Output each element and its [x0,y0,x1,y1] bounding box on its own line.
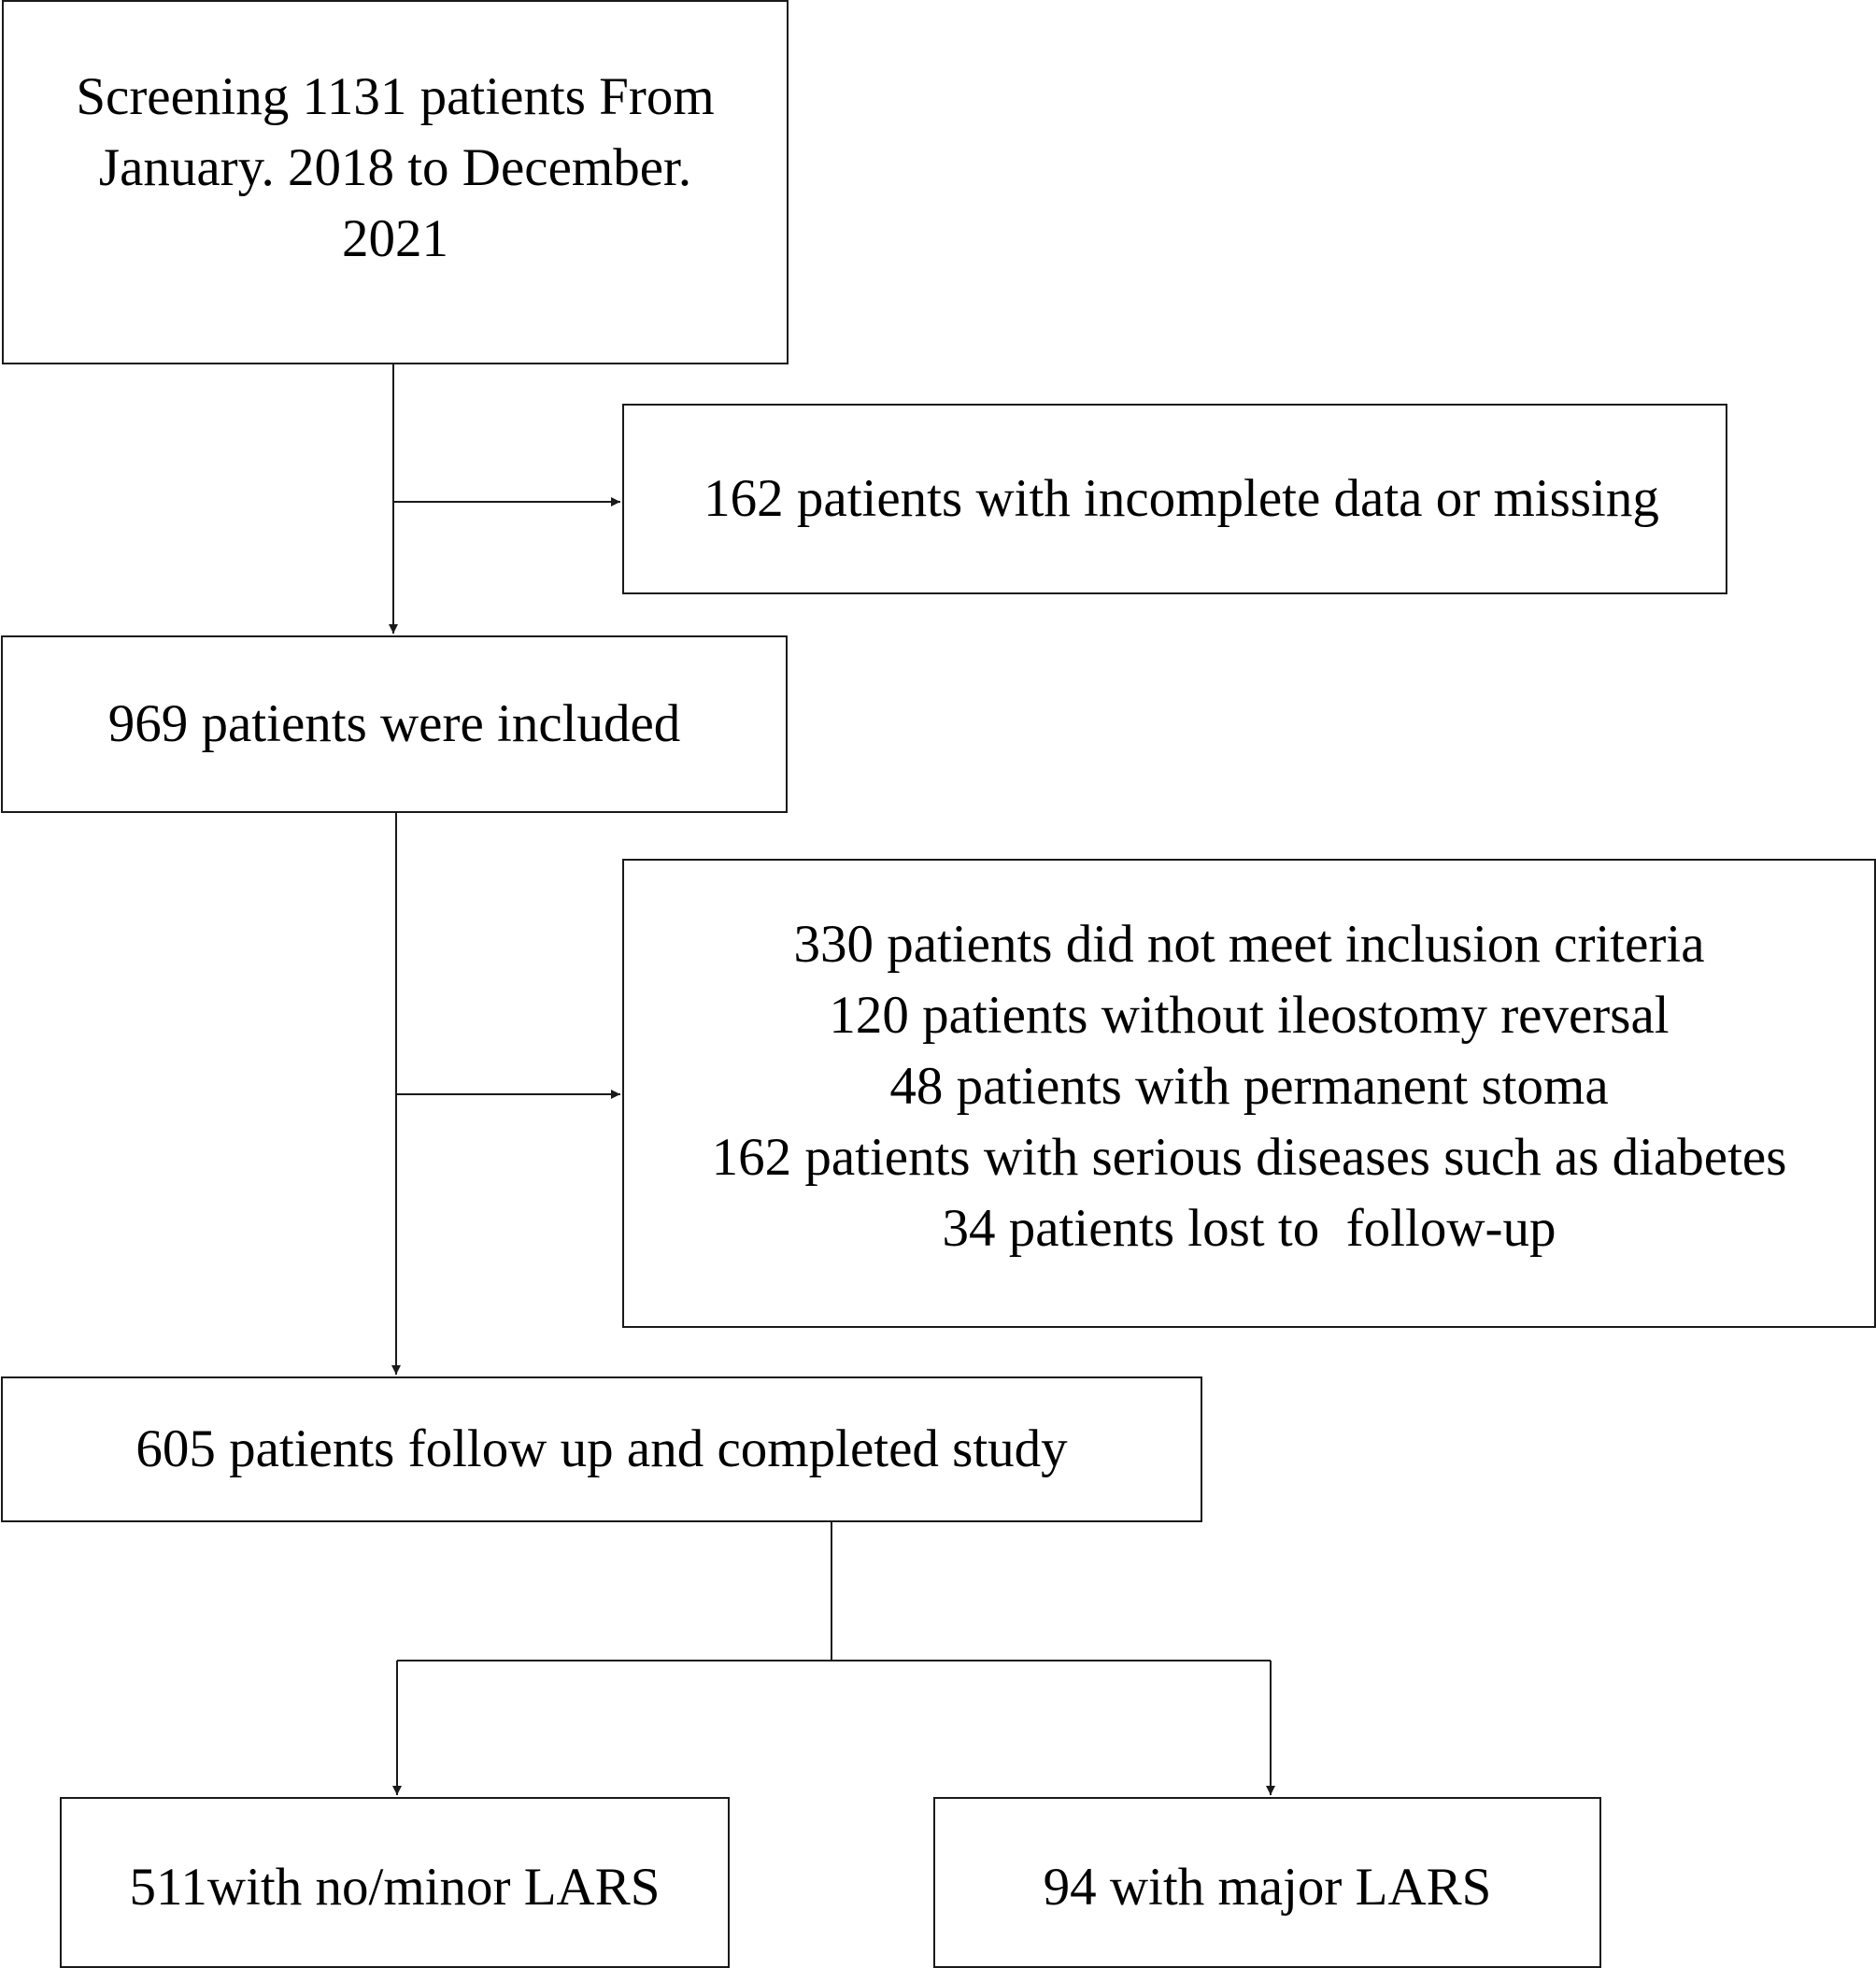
minor-lars-text: 511with no/minor LARS [129,1857,661,1917]
major-lars-text: 94 with major LARS [1043,1857,1492,1917]
exclusion-line-1: 330 patients did not meet inclusion crit… [793,915,1705,974]
exclusion-line-3: 48 patients with permanent stoma [889,1057,1609,1116]
incomplete-data-box: 162 patients with incomplete data or mis… [622,404,1727,594]
included-text: 969 patients were included [107,694,681,753]
exclusion-line-5: 34 patients lost to follow-up [942,1199,1556,1258]
included-box: 969 patients were included [1,635,788,813]
completed-study-text: 605 patients follow up and completed stu… [135,1419,1068,1478]
screening-line-2: January. 2018 to December. [98,138,692,197]
screening-line-1: Screening 1131 patients From [76,67,715,126]
screening-line-3: 2021 [342,209,448,268]
exclusion-line-4: 162 patients with serious diseases such … [711,1128,1787,1187]
exclusion-criteria-box: 330 patients did not meet inclusion crit… [622,859,1876,1328]
minor-lars-box: 511with no/minor LARS [60,1797,730,1968]
exclusion-line-2: 120 patients without ileostomy reversal [829,986,1670,1045]
incomplete-data-text: 162 patients with incomplete data or mis… [704,469,1659,528]
completed-study-box: 605 patients follow up and completed stu… [1,1376,1202,1522]
screening-box: Screening 1131 patients From January. 20… [2,0,789,364]
major-lars-box: 94 with major LARS [933,1797,1601,1968]
